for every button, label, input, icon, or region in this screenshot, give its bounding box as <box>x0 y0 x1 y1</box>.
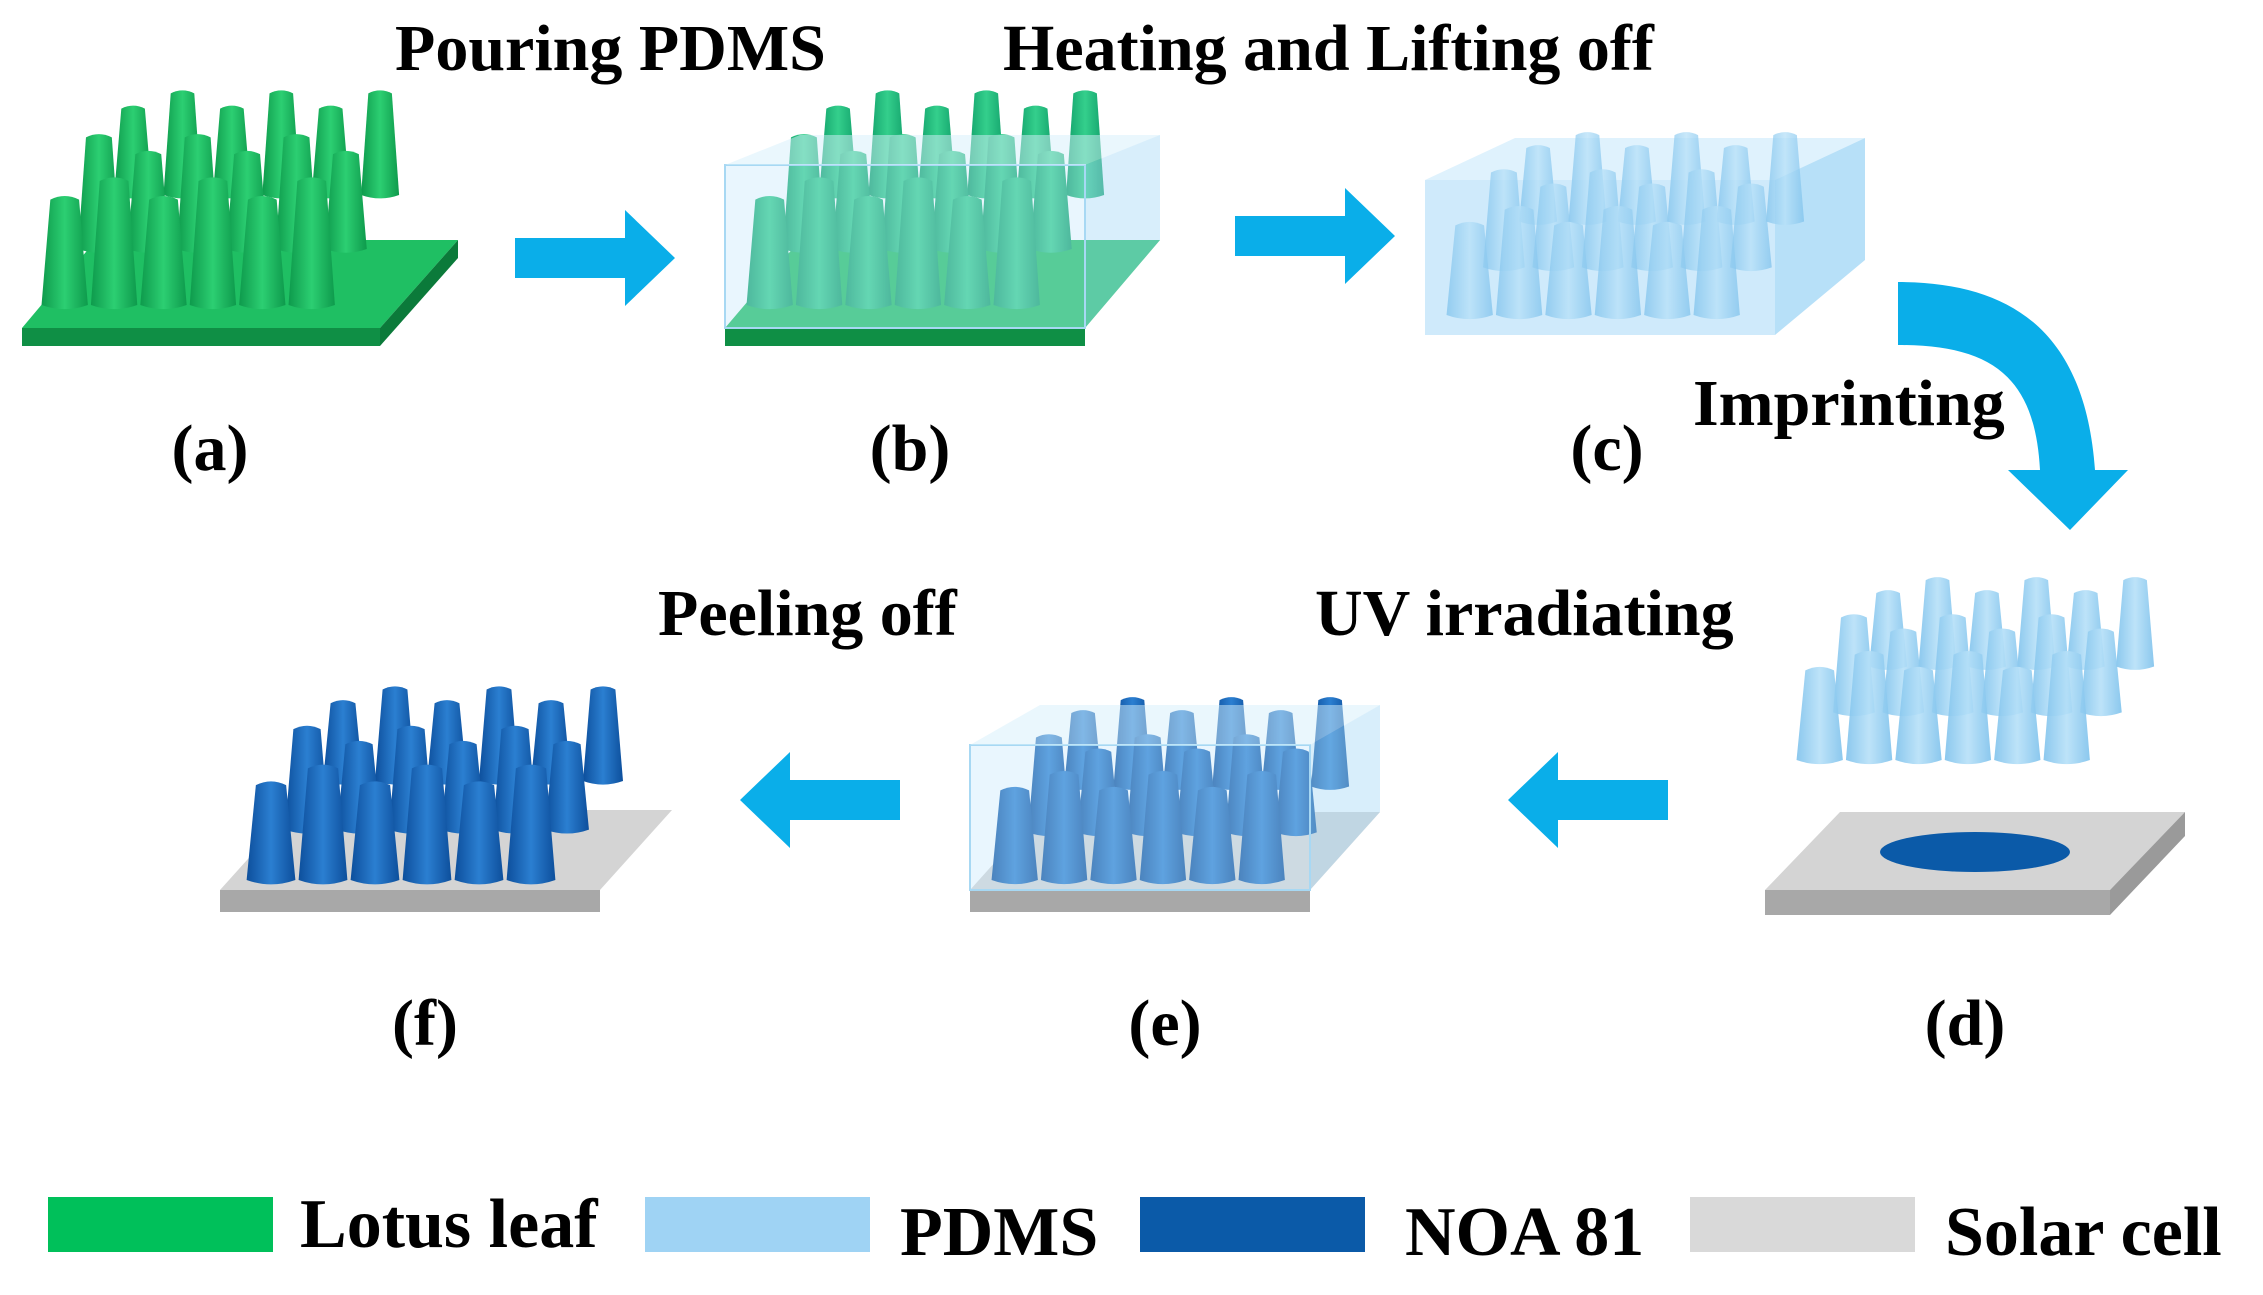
solar-cell-side <box>220 890 600 912</box>
pillar <box>361 90 400 199</box>
pillar <box>189 177 237 310</box>
legend-swatch-pdms <box>645 1197 870 1252</box>
pdms-layer-front <box>724 164 1086 329</box>
pillar <box>402 764 452 885</box>
step-label-peeling: Peeling off <box>658 577 958 650</box>
legend: Lotus leaf PDMS NOA 81 Solar cell <box>48 1186 2222 1271</box>
step-label-pouring: Pouring PDMS <box>395 12 826 85</box>
pillar <box>1845 651 1893 765</box>
pillar <box>1040 771 1088 885</box>
pillar <box>1895 666 1942 765</box>
pillar <box>2080 628 2122 717</box>
pdms-layer-top <box>725 135 1160 165</box>
pillar <box>246 781 296 885</box>
arrow-e-to-f <box>740 752 900 848</box>
lotus-pillars <box>41 90 400 310</box>
legend-label-pdms: PDMS <box>900 1194 1098 1271</box>
arrow-b-to-c <box>1235 188 1395 284</box>
arrow-a-to-b <box>515 210 675 306</box>
pdms-cover-top <box>970 705 1380 745</box>
pdms-cover-right <box>1310 705 1380 890</box>
pillar <box>1994 666 2041 765</box>
pillar <box>1446 221 1493 320</box>
panel-d-imprinting <box>1765 577 2185 915</box>
pillar <box>991 786 1038 885</box>
pillar <box>1275 748 1317 837</box>
legend-swatch-lotus-leaf <box>48 1197 273 1252</box>
pillar <box>2043 651 2090 765</box>
pillar <box>1944 651 1992 765</box>
panel-label-e: (e) <box>1128 987 1201 1060</box>
panel-label-c: (c) <box>1570 412 1643 485</box>
panel-label-a: (a) <box>172 412 249 485</box>
pillar <box>140 196 187 310</box>
step-label-heating: Heating and Lifting off <box>1003 12 1655 85</box>
legend-label-lotus-leaf: Lotus leaf <box>300 1186 598 1263</box>
step-label-uv: UV irradiating <box>1315 577 1734 650</box>
pillar <box>944 196 991 310</box>
legend-label-noa81: NOA 81 <box>1405 1194 1644 1271</box>
pillar <box>454 781 504 885</box>
panel-label-f: (f) <box>392 987 458 1060</box>
pillar <box>2116 577 2155 670</box>
pillar <box>239 196 286 310</box>
arrow-d-to-e <box>1508 752 1668 848</box>
pillar <box>545 740 589 834</box>
noa-pillars <box>246 686 623 885</box>
pillar <box>298 764 348 885</box>
pillar <box>993 177 1040 310</box>
panel-label-b: (b) <box>870 412 951 485</box>
pillar <box>1189 786 1236 885</box>
pillar <box>90 177 138 310</box>
pillar <box>583 686 623 785</box>
panel-label-d: (d) <box>1925 987 2006 1060</box>
pillar <box>1030 150 1072 253</box>
legend-swatch-solar-cell <box>1690 1197 1915 1252</box>
lotus-base-side <box>22 328 380 346</box>
pillar <box>845 196 892 310</box>
pillar <box>1796 666 1843 765</box>
pdms-cavities <box>1446 132 1805 320</box>
pillar <box>1238 771 1285 885</box>
solar-cell-side <box>1765 890 2110 915</box>
panel-e-uv-irradiating <box>969 697 1380 912</box>
pillar <box>1594 206 1642 320</box>
pillar <box>1766 132 1805 225</box>
pillar <box>288 177 335 310</box>
arrow-c-to-d-curved <box>1898 282 2128 530</box>
pillar <box>1730 183 1772 272</box>
panel-f-peeled-structure <box>220 686 672 912</box>
legend-label-solar-cell: Solar cell <box>1945 1194 2222 1271</box>
pillar <box>1495 206 1543 320</box>
pillar <box>1090 786 1137 885</box>
pillar <box>325 150 367 253</box>
pillar <box>795 177 843 310</box>
pillar <box>894 177 942 310</box>
pillar <box>506 764 556 885</box>
pdms-cover-front <box>969 744 1311 891</box>
pillar <box>41 196 88 310</box>
pillar <box>1644 221 1691 320</box>
lotus-base-right <box>380 240 458 346</box>
pdms-layer-right <box>1085 135 1160 328</box>
noa-drop <box>1880 832 2070 872</box>
legend-swatch-noa81 <box>1140 1197 1365 1252</box>
pillar <box>350 781 400 885</box>
panel-b-pdms-poured <box>724 90 1160 346</box>
solar-cell-side <box>970 890 1310 912</box>
pillar <box>1139 771 1187 885</box>
pdms-stamp <box>1796 577 2155 765</box>
pillar <box>1545 221 1592 320</box>
panel-c-pdms-mold <box>1425 132 1865 335</box>
pillar <box>1693 206 1740 320</box>
lotus-base-side <box>725 328 1085 346</box>
panel-a-lotus-leaf <box>22 90 458 346</box>
step-label-imprinting: Imprinting <box>1693 367 2005 440</box>
solar-cell-right <box>2110 812 2185 915</box>
pillar <box>746 196 793 310</box>
